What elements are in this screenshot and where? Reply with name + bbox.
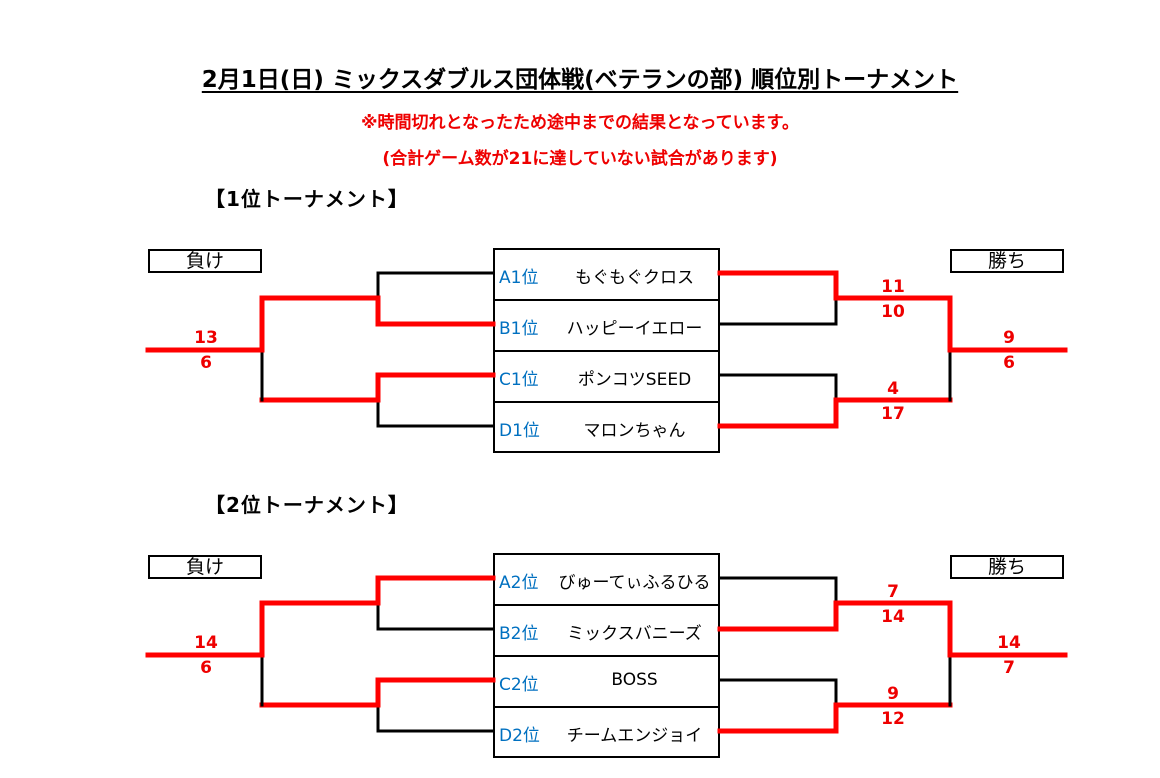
right-semi1-score-bottom: 10 [881, 302, 905, 322]
seed: B1位 [499, 319, 539, 339]
seed: B2位 [499, 624, 539, 644]
team-name: チームエンジョイ [566, 726, 703, 746]
team-row: C2位 BOSS [495, 657, 718, 708]
left-final-score-top: 14 [194, 633, 218, 653]
notice-time-cutoff: ※時間切れとなったため途中までの結果となっています。 [361, 113, 799, 133]
left-final-score-bottom: 6 [200, 353, 212, 373]
right-semi1-score-bottom: 14 [881, 607, 905, 627]
left-final-score-top: 13 [194, 328, 218, 348]
right-semi2-score-bottom: 12 [881, 709, 905, 729]
right-semi1-score-top: 7 [887, 582, 899, 602]
right-final-score-bottom: 6 [1003, 353, 1015, 373]
section-heading: 【2位トーナメント】 [205, 493, 409, 517]
right-final-score-bottom: 7 [1003, 658, 1015, 678]
team-row: D1位 マロンちゃん [495, 403, 718, 452]
section-heading: 【1位トーナメント】 [205, 187, 409, 211]
right-final-score-top: 14 [997, 633, 1021, 653]
win-label: 勝ち [950, 555, 1064, 579]
team-name: BOSS [611, 670, 658, 690]
team-row: B2位 ミックスバニーズ [495, 606, 718, 657]
seed: A2位 [499, 573, 539, 593]
team-row: B1位 ハッピーイエロー [495, 301, 718, 352]
team-name: ミックスバニーズ [567, 624, 702, 644]
notice-games-under-21: (合計ゲーム数が21に達していない試合があります) [382, 149, 778, 169]
right-final-score-top: 9 [1003, 328, 1015, 348]
team-row: D2位 チームエンジョイ [495, 708, 718, 757]
team-list: A1位 もぐもぐクロス B1位 ハッピーイエロー C1位 ポンコツSEED D1位 マロ… [493, 248, 720, 453]
right-semi2-score-top: 4 [887, 379, 899, 399]
seed: D1位 [499, 421, 540, 441]
left-final-score-bottom: 6 [200, 658, 212, 678]
seed: D2位 [499, 726, 540, 746]
team-row: C1位 ポンコツSEED [495, 352, 718, 403]
seed: C1位 [499, 370, 539, 390]
page-title: 2月1日(日) ミックスダブルス団体戦(ベテランの部) 順位別トーナメント [201, 67, 959, 93]
seed: A1位 [499, 268, 539, 288]
right-semi2-score-bottom: 17 [881, 404, 905, 424]
team-row: A1位 もぐもぐクロス [495, 250, 718, 301]
win-label: 勝ち [950, 249, 1064, 273]
team-list: A2位びゅーてぃふるひる B2位 ミックスバニーズ C2位 BOSS D2位 チームエ… [493, 553, 720, 758]
right-semi2-score-top: 9 [887, 684, 899, 704]
seed: C2位 [499, 675, 539, 695]
lose-label: 負け [148, 555, 262, 579]
right-semi1-score-top: 11 [881, 277, 905, 297]
team-name: もぐもぐクロス [575, 268, 694, 288]
team-row: A2位びゅーてぃふるひる [495, 555, 718, 606]
team-name: ポンコツSEED [577, 370, 692, 390]
team-name: びゅーてぃふるひる [558, 573, 711, 593]
lose-label: 負け [148, 249, 262, 273]
team-name: マロンちゃん [583, 421, 686, 441]
team-name: ハッピーイエロー [566, 319, 703, 339]
